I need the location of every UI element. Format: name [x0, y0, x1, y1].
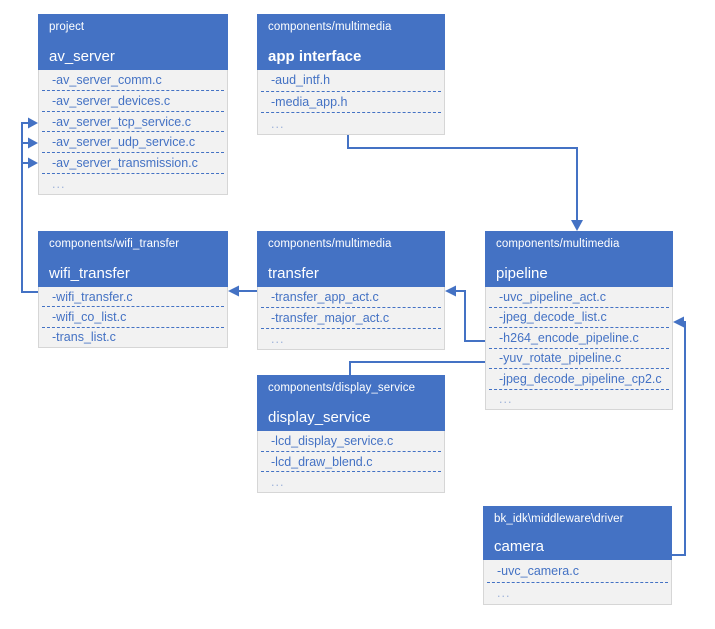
box-pipeline-header: components/multimedia pipeline [485, 231, 673, 287]
file-item: -trans_list.c [52, 330, 116, 345]
arrowhead-left-icon [445, 285, 456, 297]
module-path: components/multimedia [268, 21, 392, 33]
file-item: -wifi_co_list.c [42, 307, 224, 328]
module-name: pipeline [496, 265, 548, 282]
arrowhead-down-icon [571, 220, 583, 231]
arrowhead-left-icon [673, 316, 684, 328]
module-path: components/multimedia [496, 238, 620, 250]
arrowhead-right-icon [28, 117, 38, 129]
box-wifi-transfer-files: -wifi_transfer.c -wifi_co_list.c -trans_… [38, 287, 228, 348]
module-path: components/wifi_transfer [49, 238, 180, 250]
file-item: -transfer_major_act.c [261, 308, 441, 329]
connector-wifi-transfer-to-av-server [21, 117, 38, 293]
connector-pipeline-to-transfer [445, 285, 485, 342]
file-item: -av_server_devices.c [42, 91, 224, 112]
box-pipeline-files: -uvc_pipeline_act.c -jpeg_decode_list.c … [485, 287, 673, 410]
box-app-interface: components/multimedia app interface -aud… [257, 14, 445, 135]
module-name: display_service [268, 409, 371, 426]
box-transfer-header: components/multimedia transfer [257, 231, 445, 287]
connector-app-interface-to-pipeline [347, 135, 583, 231]
module-name: camera [494, 538, 545, 555]
connector-transfer-to-wifi-transfer [228, 285, 257, 297]
box-app-interface-files: -aud_intf.h -media_app.h ... [257, 70, 445, 135]
file-item: -av_server_tcp_service.c [42, 112, 224, 133]
module-name: transfer [268, 265, 319, 282]
module-path: bk_idk\middleware\driver [494, 513, 624, 525]
file-item: -uvc_camera.c [487, 560, 668, 583]
file-item: -av_server_comm.c [42, 70, 224, 91]
arrowhead-right-icon [28, 137, 38, 149]
box-av-server-files: -av_server_comm.c -av_server_devices.c -… [38, 70, 228, 195]
module-name: app interface [268, 48, 362, 65]
file-item-more: ... [499, 392, 513, 407]
box-camera-files: -uvc_camera.c ... [483, 560, 672, 605]
file-item: -av_server_udp_service.c [42, 132, 224, 154]
arrowhead-right-icon [28, 157, 38, 169]
file-item-more: ... [271, 116, 285, 131]
module-path: project [49, 21, 85, 33]
file-item: -yuv_rotate_pipeline.c [489, 349, 669, 369]
connector-camera-to-pipeline [672, 316, 686, 556]
file-item-more: ... [271, 475, 285, 490]
box-camera-header: bk_idk\middleware\driver camera [483, 506, 672, 560]
box-camera: bk_idk\middleware\driver camera -uvc_cam… [483, 506, 672, 605]
box-wifi-transfer-header: components/wifi_transfer wifi_transfer [38, 231, 228, 287]
file-item: -wifi_transfer.c [42, 287, 224, 308]
box-transfer-files: -transfer_app_act.c -transfer_major_act.… [257, 287, 445, 350]
file-item: -lcd_display_service.c [261, 431, 441, 452]
box-pipeline: components/multimedia pipeline -uvc_pipe… [485, 231, 673, 410]
file-item-more: ... [271, 332, 285, 346]
file-item: -transfer_app_act.c [261, 287, 441, 308]
box-av-server: project av_server -av_server_comm.c -av_… [38, 14, 228, 195]
file-item: -aud_intf.h [261, 70, 441, 92]
box-app-interface-header: components/multimedia app interface [257, 14, 445, 70]
file-item: -jpeg_decode_list.c [489, 308, 669, 328]
file-item: -uvc_pipeline_act.c [489, 287, 669, 308]
box-av-server-header: project av_server [38, 14, 228, 70]
module-name: wifi_transfer [49, 265, 130, 282]
box-display-service: components/display_service display_servi… [257, 375, 445, 493]
box-transfer: components/multimedia transfer -transfer… [257, 231, 445, 350]
module-path: components/display_service [268, 382, 416, 394]
file-item: -lcd_draw_blend.c [261, 452, 441, 473]
file-item-more: ... [497, 586, 511, 601]
file-item-more: ... [52, 177, 66, 192]
module-path: components/multimedia [268, 238, 392, 250]
file-item: -media_app.h [261, 92, 441, 114]
file-item: -h264_encode_pipeline.c [489, 328, 669, 349]
arrowhead-left-icon [228, 285, 239, 297]
box-wifi-transfer: components/wifi_transfer wifi_transfer -… [38, 231, 228, 348]
box-display-service-files: -lcd_display_service.c -lcd_draw_blend.c… [257, 431, 445, 493]
module-name: av_server [49, 48, 115, 65]
box-display-service-header: components/display_service display_servi… [257, 375, 445, 431]
file-item: -jpeg_decode_pipeline_cp2.c [489, 369, 669, 390]
file-item: -av_server_transmission.c [42, 153, 224, 175]
